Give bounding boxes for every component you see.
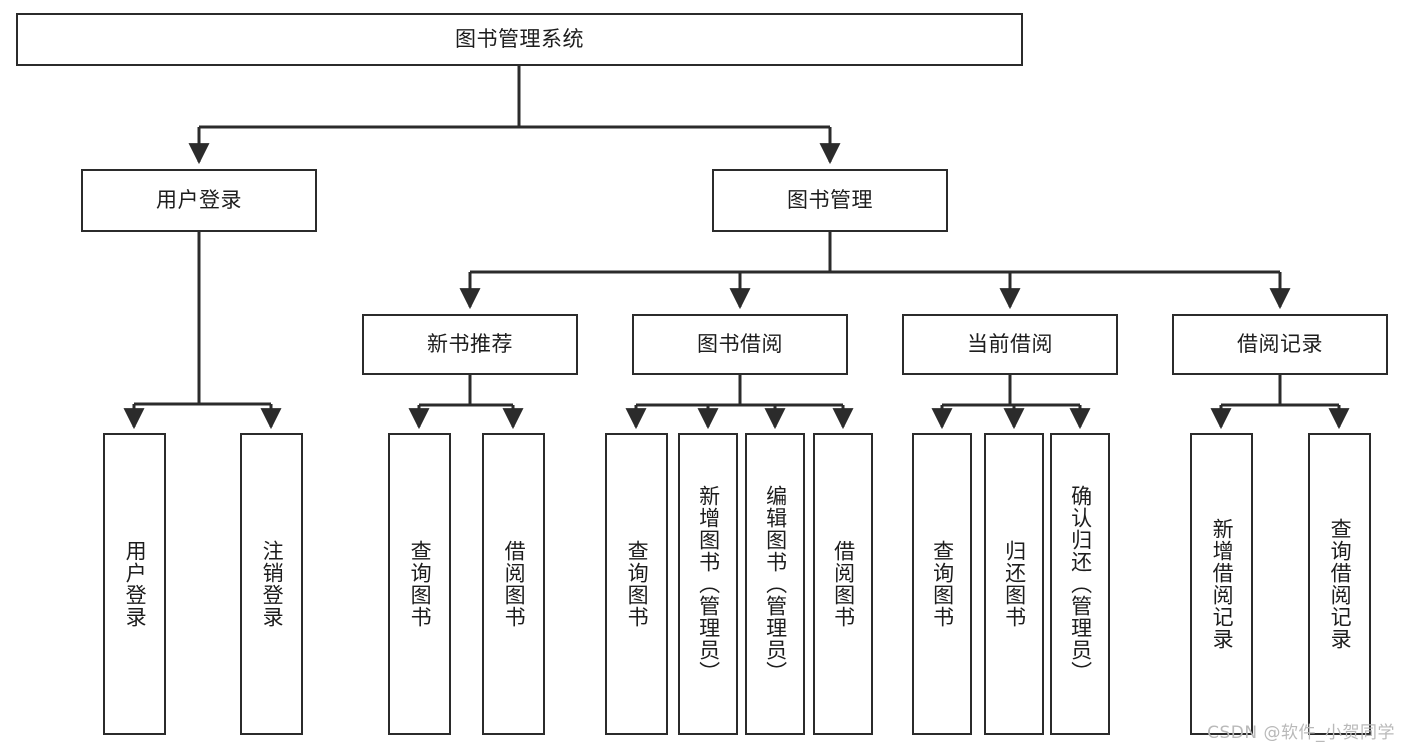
leaf-node-label: 注销登录 — [260, 540, 285, 628]
node-book-borrow[interactable]: 图书借阅 — [632, 314, 848, 375]
leaf-node-label: 查询图书 — [930, 540, 955, 628]
leaf-node[interactable]: 编辑图书（管理员） — [745, 433, 805, 735]
node-root-label: 图书管理系统 — [455, 27, 584, 52]
leaf-node[interactable]: 查询图书 — [388, 433, 451, 735]
leaf-node-label: 借阅图书 — [831, 540, 856, 628]
node-new-book-recommend-label: 新书推荐 — [427, 332, 513, 357]
node-root[interactable]: 图书管理系统 — [16, 13, 1023, 66]
node-current-borrow[interactable]: 当前借阅 — [902, 314, 1118, 375]
leaf-node[interactable]: 用户登录 — [103, 433, 166, 735]
leaf-node-label: 查询图书 — [408, 540, 433, 628]
node-book-manage-label: 图书管理 — [787, 188, 873, 213]
leaf-node-label: 借阅图书 — [502, 540, 527, 628]
leaf-node-label: 新增借阅记录 — [1210, 518, 1235, 650]
leaf-node[interactable]: 查询借阅记录 — [1308, 433, 1371, 735]
leaf-node-label: 查询借阅记录 — [1328, 518, 1353, 650]
node-book-manage[interactable]: 图书管理 — [712, 169, 948, 232]
leaf-node-label: 新增图书（管理员） — [696, 485, 721, 683]
leaf-node-label: 用户登录 — [123, 540, 148, 628]
leaf-node[interactable]: 借阅图书 — [482, 433, 545, 735]
leaf-node[interactable]: 确认归还（管理员） — [1050, 433, 1110, 735]
node-current-borrow-label: 当前借阅 — [967, 332, 1053, 357]
leaf-node[interactable]: 注销登录 — [240, 433, 303, 735]
leaf-node[interactable]: 新增图书（管理员） — [678, 433, 738, 735]
node-user-login[interactable]: 用户登录 — [81, 169, 317, 232]
node-borrow-record-label: 借阅记录 — [1237, 332, 1323, 357]
leaf-node-label: 编辑图书（管理员） — [763, 485, 788, 683]
leaf-node[interactable]: 查询图书 — [605, 433, 668, 735]
node-user-login-label: 用户登录 — [156, 188, 242, 213]
node-new-book-recommend[interactable]: 新书推荐 — [362, 314, 578, 375]
leaf-node[interactable]: 查询图书 — [912, 433, 972, 735]
leaf-node[interactable]: 借阅图书 — [813, 433, 873, 735]
leaf-node-label: 确认归还（管理员） — [1068, 485, 1093, 683]
leaf-node[interactable]: 新增借阅记录 — [1190, 433, 1253, 735]
node-borrow-record[interactable]: 借阅记录 — [1172, 314, 1388, 375]
csdn-watermark: CSDN @软件_小贺同学 — [1207, 723, 1395, 743]
node-book-borrow-label: 图书借阅 — [697, 332, 783, 357]
leaf-node-label: 归还图书 — [1002, 540, 1027, 628]
leaf-node-label: 查询图书 — [625, 540, 650, 628]
leaf-node[interactable]: 归还图书 — [984, 433, 1044, 735]
